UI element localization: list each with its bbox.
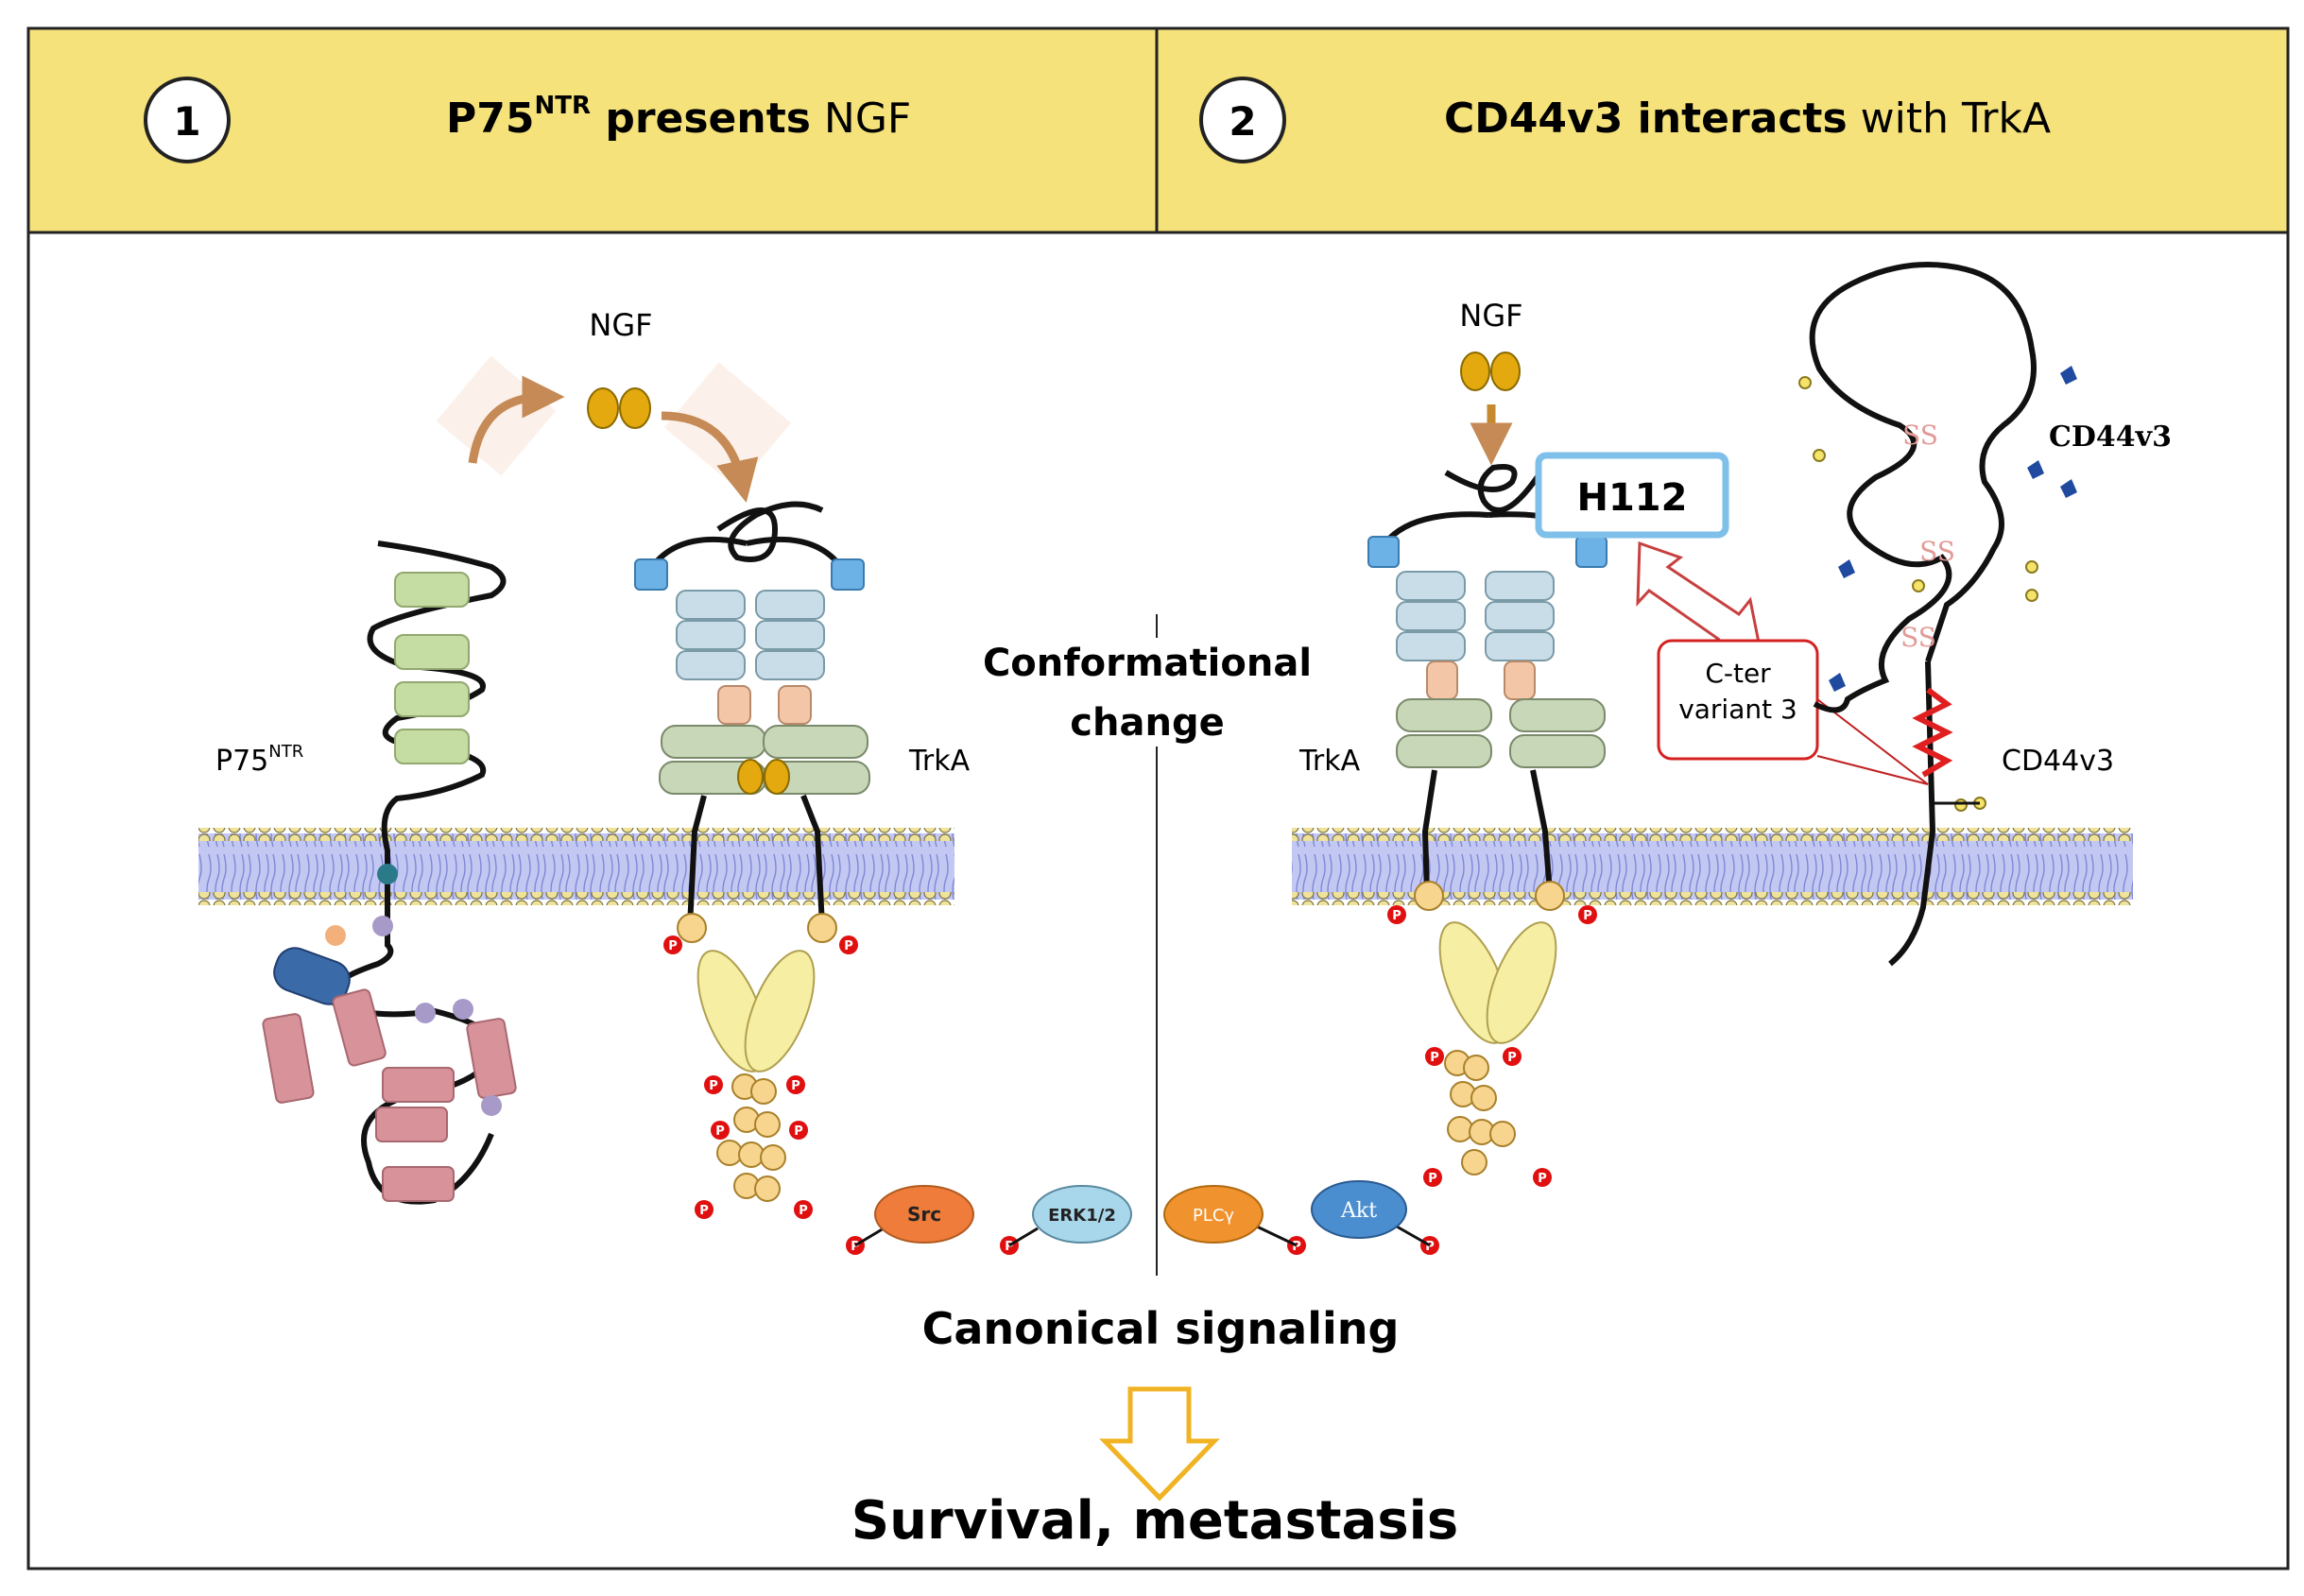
phospho-site: P [1578,905,1597,924]
svg-text:P: P [1428,1172,1437,1186]
cd44v3-label-mid: CD44v3 [2002,745,2114,778]
cd44v3-label-top: CD44v3 [2049,420,2172,454]
svg-text:P: P [1538,1172,1547,1186]
phospho-site: P [794,1200,813,1219]
cter-label-line-1: C-ter [1705,658,1771,689]
step-1-number: 1 [173,98,200,145]
cd44v3-receptor: SS SS SS [1798,262,2077,967]
phospho-site: P [786,1075,805,1094]
svg-text:P: P [1425,1240,1435,1254]
phospho-site: P [839,935,858,954]
phospho-sites: P P P P P P P P P P P P P P P P P P [663,905,1597,1255]
phospho-site: P [1503,1047,1522,1066]
svg-text:P: P [1507,1051,1517,1065]
svg-text:PLCγ: PLCγ [1193,1206,1234,1226]
svg-text:P: P [709,1079,718,1093]
svg-text:P: P [791,1079,800,1093]
svg-text:P: P [1583,909,1592,923]
kinase-src: Src [854,1185,974,1247]
svg-text:P: P [668,939,678,953]
step-2-badge [1199,77,1286,163]
phospho-site: P [704,1075,723,1094]
cter-callout-line [1816,698,1929,785]
svg-text:P: P [1005,1240,1014,1254]
svg-text:P: P [1392,909,1401,923]
outcome-down-arrow [1099,1386,1220,1502]
step-1-badge [144,77,231,163]
cd44v3-ss-bond-1: SS [1902,420,1938,451]
outcome-label: Survival, metastasis [851,1490,1458,1552]
ngf-dimer-right [1460,352,1521,391]
svg-text:P: P [715,1124,725,1139]
presentation-arrow-right [661,362,792,503]
trka-receptor-right [1367,464,1608,1176]
panel-2-header: 2 CD44v3 interacts with TrkA [1199,77,2051,163]
svg-text:Src: Src [907,1203,941,1226]
conformational-change-line-2: change [1070,701,1224,745]
h112-label: H112 [1577,476,1688,520]
ngf-label-left: NGF [589,307,652,343]
conformational-change-line-1: Conformational [983,642,1312,685]
svg-text:P: P [844,939,853,953]
membrane-left [198,828,954,905]
step-2-number: 2 [1229,98,1256,145]
cd44v3-ss-bond-3: SS [1900,622,1936,653]
svg-text:P: P [699,1204,709,1218]
svg-text:P: P [794,1124,803,1139]
panel-2-title: CD44v3 interacts with TrkA [1444,94,2051,143]
presentation-arrow-left [436,355,565,476]
trka-receptor-left [634,501,870,1202]
panel-1-title: P75NTR presents NGF [446,92,911,143]
phospho-site: P [1387,905,1406,924]
trka-label-left: TrkA [908,745,971,778]
phospho-site: P [663,935,682,954]
h112-box [1535,452,1729,539]
cd44v3-ss-bond-2: SS [1919,536,1955,567]
ngf-label-right: NGF [1459,298,1522,334]
kinase-plcg: PLCγ [1163,1185,1298,1247]
phospho-site: P [1425,1047,1444,1066]
phospho-site: P [1423,1168,1442,1187]
kinase-erk: ERK1/2 [1008,1185,1132,1247]
trka-label-right: TrkA [1298,745,1361,778]
svg-text:P: P [1292,1240,1301,1254]
phospho-site: P [695,1200,714,1219]
canonical-signaling-label: Canonical signaling [922,1303,1400,1354]
kinase-akt: Akt [1311,1180,1431,1247]
ngf-dimer-left [587,387,651,429]
phospho-site: P [1533,1168,1552,1187]
p75ntr-receptor [262,541,517,1205]
svg-text:P: P [851,1240,860,1254]
cter-label-line-2: variant 3 [1678,694,1797,725]
panel-1-header: 1 P75NTR presents NGF [144,77,911,163]
svg-text:Akt: Akt [1340,1199,1377,1223]
svg-text:P: P [1430,1051,1439,1065]
svg-text:P: P [799,1204,808,1218]
p75ntr-label: P75NTR [215,742,303,778]
phospho-site: P [711,1121,730,1140]
svg-text:ERK1/2: ERK1/2 [1048,1206,1116,1226]
phospho-site: P [789,1121,808,1140]
